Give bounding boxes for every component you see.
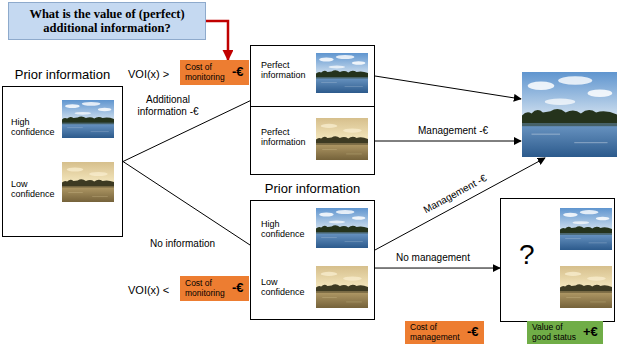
box-heading: Prior information [3,68,122,83]
cost-sign: -€ [232,65,244,80]
box-text: Cost of monitoring [185,279,229,298]
info-state-box: Perfect information [250,106,375,175]
cost-sign: -€ [467,325,479,340]
cost-sign: +€ [583,325,598,340]
edge-label: Additional information -€ [132,94,204,117]
cost-box: Cost of monitoring-€ [180,276,249,301]
lake-photo [62,100,114,138]
flow-label: Management -€ [418,125,488,137]
outcome-arrow [375,268,500,269]
voi-condition: VOI(x) < [128,284,169,297]
decision-branch [123,162,250,246]
question-box: What is the value of (perfect) additiona… [8,2,206,40]
box-text: Cost of monitoring [185,63,229,82]
cost-sign: What is the value of (perfect) additiona… [15,7,199,35]
outcome-arrow [375,141,521,142]
info-state-box: Perfect information [250,45,375,107]
cost-sign: -€ [232,281,244,296]
box-text: Low confidence [11,179,59,199]
monitoring-arrow [206,21,228,60]
outcome-arrow [375,158,545,250]
value-box: Value of good status+€ [527,321,603,344]
edge-label: No management [396,252,470,264]
edge-label: No information [150,238,215,250]
cost-box: Cost of management-€ [405,321,484,344]
box-text: Perfect information [261,127,313,147]
info-state-box: Prior informationHigh confidenceLow conf… [2,86,123,237]
box-text: Perfect information [261,60,313,80]
lake-photo [316,53,368,93]
cost-box: Cost of monitoring-€ [180,60,249,85]
lake-photo [316,266,368,308]
box-heading: Prior information [251,182,374,197]
box-text: Low confidence [261,277,309,297]
box-text: ? [519,239,535,270]
lake-photo [62,162,114,202]
lake-photo [316,118,368,160]
info-state-box: Prior informationHigh confidenceLow conf… [250,200,375,320]
box-text: High confidence [11,117,59,137]
voi-condition: VOI(x) > [128,68,169,81]
lake-photo [560,266,612,308]
box-text: Value of good status [532,323,580,342]
box-text: Cost of management [410,323,464,342]
lake-photo [316,208,368,248]
flow-label: Management -€ [421,172,488,215]
box-text: High confidence [261,219,309,239]
outcome-arrow [375,76,521,99]
outcome-box: ? [500,198,615,322]
good-status-photo [522,72,617,157]
lake-photo [560,208,612,250]
